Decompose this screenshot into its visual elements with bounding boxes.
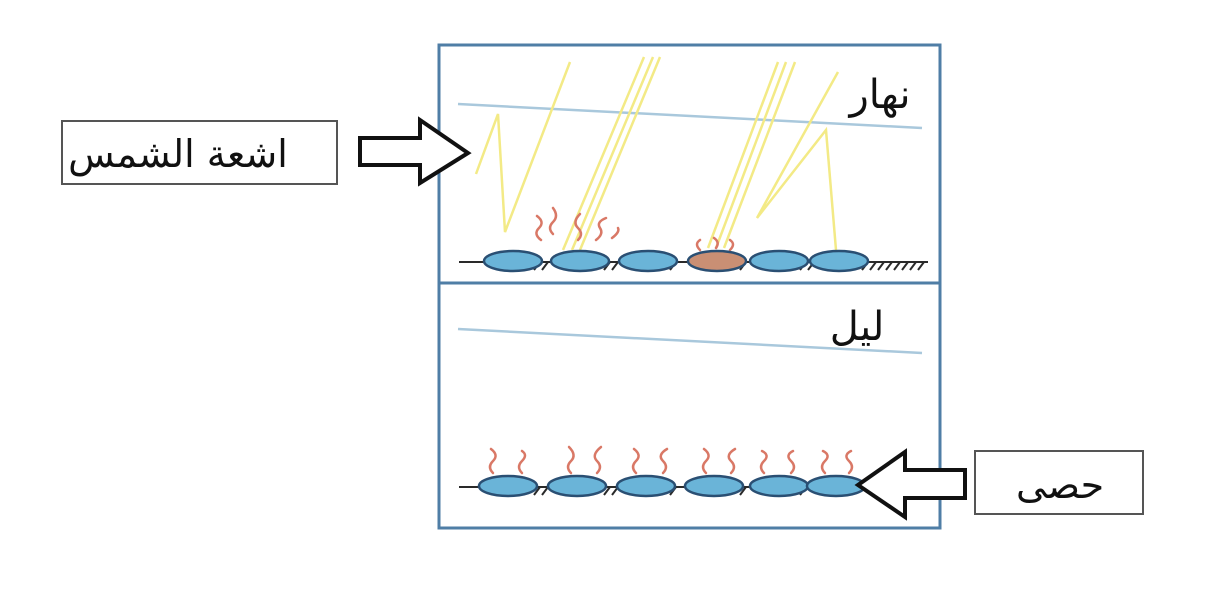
pebble-icon (686, 249, 748, 273)
night-horizon-line (457, 327, 923, 355)
day-pebbles (482, 249, 870, 273)
heat-wave-icon (712, 236, 719, 250)
day-panel (437, 43, 942, 285)
sun-ray-icon (714, 61, 788, 249)
sun-rays-group (474, 56, 840, 251)
pebble-icon (748, 474, 810, 498)
day-label: نهار (847, 72, 910, 118)
pebbles-label: حصى (1016, 463, 1104, 507)
heat-wave-icon (566, 445, 575, 475)
sun-ray-icon (706, 61, 780, 249)
pebble-icon (683, 474, 745, 498)
pebble-icon (549, 249, 611, 273)
heat-wave-icon (610, 226, 620, 240)
heat-wave-icon (727, 447, 737, 475)
pebbles-label-box (974, 450, 1144, 515)
heat-wave-icon (517, 449, 527, 475)
heat-wave-icon (593, 445, 603, 475)
pebble-icon (808, 249, 870, 273)
sun-rays-pointer-arrow-icon (358, 116, 472, 187)
heat-wave-icon (535, 214, 543, 242)
heat-wave-icon (631, 447, 640, 475)
heat-wave-icon (594, 216, 608, 242)
night-heat-waves (488, 445, 854, 475)
pebble-icon (477, 474, 539, 498)
heat-wave-icon (659, 447, 669, 475)
heat-wave-icon (488, 447, 497, 475)
night-label: ليل (830, 304, 885, 350)
sun-rays-label: اشعة الشمس (68, 132, 288, 176)
sun-ray-icon (578, 56, 662, 251)
heat-wave-icon (728, 238, 735, 252)
sun-ray-icon (755, 71, 840, 251)
pebble-icon (748, 249, 810, 273)
heat-wave-icon (701, 447, 710, 475)
pebble-icon (615, 474, 677, 498)
sun-rays-label-box (61, 120, 338, 185)
heat-wave-icon (845, 449, 854, 475)
heat-wave-icon (574, 212, 583, 242)
heat-wave-icon (759, 449, 768, 475)
sun-ray-icon (570, 56, 655, 251)
heat-wave-icon (787, 449, 796, 475)
pebble-icon (546, 474, 608, 498)
heat-wave-icon (820, 449, 829, 475)
heat-wave-icon (695, 238, 702, 252)
pebble-icon (617, 249, 679, 273)
sun-ray-icon (474, 61, 572, 233)
day-horizon-line (457, 102, 923, 130)
pebbles-pointer-arrow-icon (854, 448, 967, 521)
pebble-icon (482, 249, 544, 273)
sun-ray-icon (722, 61, 797, 249)
day-heat-waves (535, 206, 735, 252)
heat-wave-icon (548, 206, 558, 236)
